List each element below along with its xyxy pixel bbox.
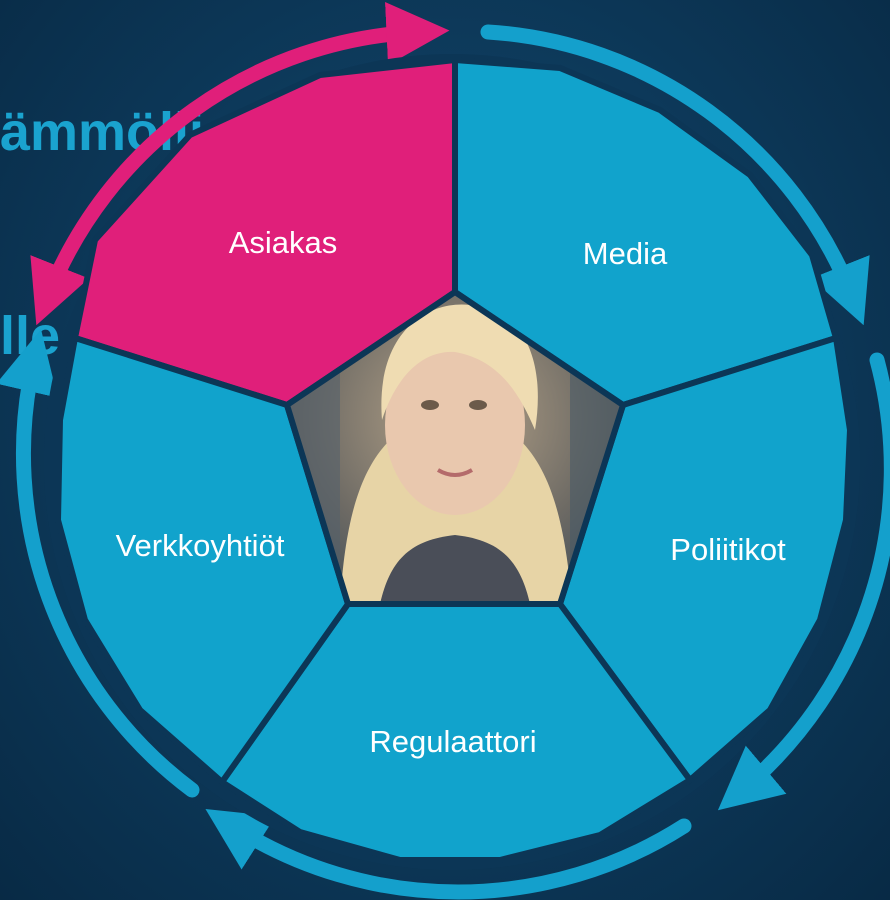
cycle-arrow-left [0,329,200,798]
cycle-arrow-right [717,352,890,811]
cycle-arrow-pink-double [30,2,450,326]
segment-label-poliitikot: Poliitikot [670,532,786,567]
segment-label-regulaattori: Regulaattori [369,724,536,759]
segment-label-verkkoyhtiot: Verkkoyhtiöt [116,528,285,563]
segment-label-media: Media [583,236,668,271]
cycle-arrow-top-right [480,24,870,326]
cycle-arrow-bottom [205,809,692,900]
segment-label-asiakas: Asiakas [229,225,338,260]
